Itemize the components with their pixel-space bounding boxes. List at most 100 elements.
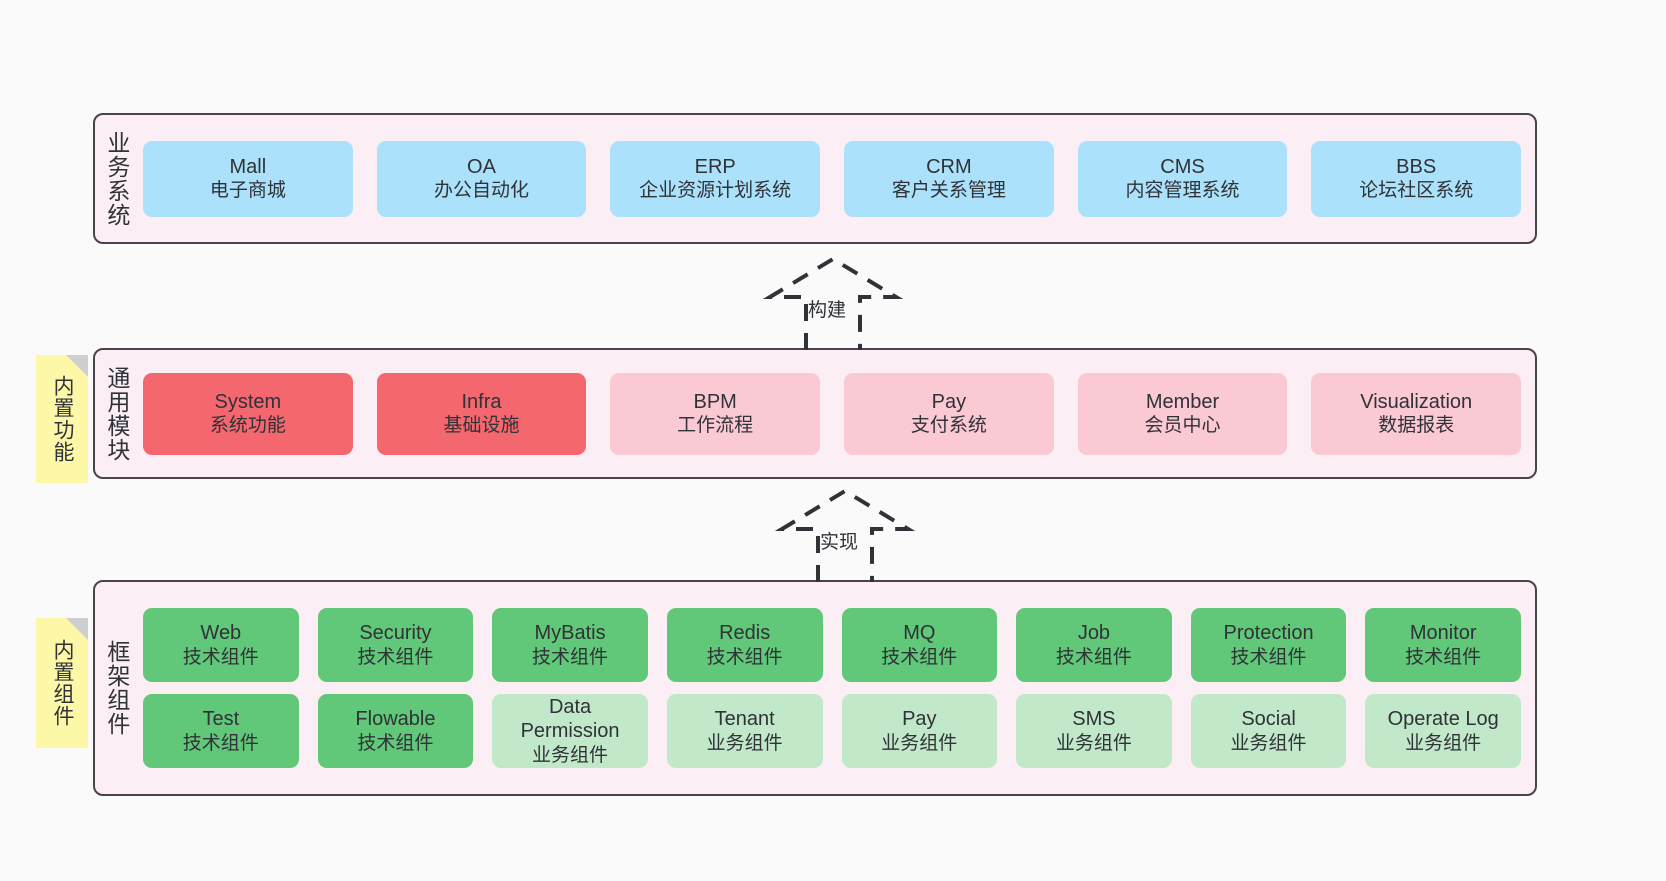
sticky-note-label: 内置组件: [50, 639, 74, 727]
box-subtitle: 基础设施: [443, 415, 520, 437]
layer-title-business-system: 业务系统: [103, 130, 130, 227]
box-subtitle: 数据报表: [1378, 415, 1455, 437]
box-row: System 系统功能 Infra 基础设施 BPM 工作流程 Pay 支付系统…: [143, 372, 1522, 455]
layer-title-common-module: 通用模块: [103, 365, 130, 462]
box-pay-business[interactable]: Pay 业务组件: [841, 694, 998, 768]
box-title: OA: [467, 155, 496, 178]
box-subtitle: 工作流程: [677, 415, 754, 437]
box-mq[interactable]: MQ 技术组件: [841, 608, 998, 682]
box-title: Security: [359, 622, 432, 645]
box-web[interactable]: Web 技术组件: [143, 608, 299, 682]
box-title: BPM: [693, 390, 737, 413]
layer-body-business-system: Mall 电子商城 OA 办公自动化 ERP 企业资源计划系统 CRM 客户关系…: [137, 115, 1535, 242]
box-data-permission[interactable]: Data Permission 业务组件: [492, 694, 648, 768]
box-row: Test 技术组件 Flowable 技术组件 Data Permission …: [143, 694, 1521, 768]
box-cms[interactable]: CMS 内容管理系统: [1077, 140, 1288, 217]
box-protection[interactable]: Protection 技术组件: [1190, 608, 1347, 682]
box-subtitle: 技术组件: [532, 646, 609, 668]
box-subtitle: 会员中心: [1144, 415, 1221, 437]
box-title: Test: [202, 708, 240, 731]
arrow-build: 构建: [748, 255, 918, 350]
box-title: Social: [1241, 708, 1296, 731]
box-title: Infra: [461, 390, 502, 413]
box-crm[interactable]: CRM 客户关系管理: [844, 140, 1054, 217]
box-subtitle: 业务组件: [1405, 732, 1482, 754]
layer-business-system: 业务系统 Mall 电子商城 OA 办公自动化 ERP 企业资源计划系统 CRM…: [93, 113, 1537, 244]
box-subtitle: 技术组件: [182, 732, 259, 754]
box-title: CRM: [926, 155, 972, 178]
box-subtitle: 客户关系管理: [891, 180, 1006, 202]
box-monitor[interactable]: Monitor 技术组件: [1365, 608, 1521, 682]
box-subtitle: 内容管理系统: [1125, 180, 1240, 202]
box-subtitle: 技术组件: [182, 646, 259, 668]
sticky-note-builtin-component: 内置组件: [36, 618, 88, 748]
box-visualization[interactable]: Visualization 数据报表: [1311, 372, 1522, 455]
box-title: MQ: [903, 622, 936, 645]
box-subtitle: 论坛社区系统: [1359, 180, 1474, 202]
box-member[interactable]: Member 会员中心: [1077, 372, 1288, 455]
arrow-implement: 实现: [760, 487, 930, 582]
box-social[interactable]: Social 业务组件: [1190, 694, 1347, 768]
sticky-note-builtin-function: 内置功能: [36, 355, 88, 483]
box-subtitle: 业务组件: [881, 732, 958, 754]
sticky-note-label: 内置功能: [50, 375, 74, 463]
layer-body-framework-component: Web 技术组件 Security 技术组件 MyBatis 技术组件 Redi…: [137, 582, 1535, 794]
box-title: Monitor: [1409, 622, 1477, 645]
box-oa[interactable]: OA 办公自动化: [376, 140, 587, 217]
box-flowable[interactable]: Flowable 技术组件: [317, 694, 474, 768]
page-fold-icon: [66, 618, 88, 640]
box-subtitle: 技术组件: [1405, 646, 1482, 668]
box-mall[interactable]: Mall 电子商城: [143, 140, 353, 217]
box-redis[interactable]: Redis 技术组件: [666, 608, 823, 682]
arrow-label-implement: 实现: [820, 532, 859, 553]
box-test[interactable]: Test 技术组件: [143, 694, 299, 768]
box-sms[interactable]: SMS 业务组件: [1016, 694, 1172, 768]
box-subtitle: 业务组件: [706, 732, 783, 754]
box-pay[interactable]: Pay 支付系统: [844, 372, 1054, 455]
layer-title-framework-component: 框架组件: [103, 640, 130, 736]
box-mybatis[interactable]: MyBatis 技术组件: [492, 608, 648, 682]
box-subtitle: 技术组件: [706, 646, 783, 668]
box-subtitle: 业务组件: [532, 744, 609, 766]
box-subtitle: 技术组件: [357, 732, 434, 754]
box-title: Flowable: [355, 708, 436, 731]
box-title: Tenant: [714, 708, 775, 731]
box-subtitle: 电子商城: [209, 180, 286, 202]
box-subtitle: 业务组件: [1230, 732, 1307, 754]
box-bbs[interactable]: BBS 论坛社区系统: [1311, 140, 1522, 217]
box-title: SMS: [1072, 708, 1116, 731]
box-title: Data Permission: [520, 696, 620, 743]
layer-body-common-module: System 系统功能 Infra 基础设施 BPM 工作流程 Pay 支付系统…: [137, 350, 1535, 477]
box-title: Protection: [1223, 622, 1314, 645]
box-title: Mall: [229, 155, 267, 178]
box-infra[interactable]: Infra 基础设施: [376, 372, 587, 455]
layer-framework-component: 框架组件 Web 技术组件 Security 技术组件 MyBatis 技术组件…: [93, 580, 1537, 796]
box-subtitle: 技术组件: [881, 646, 958, 668]
box-bpm[interactable]: BPM 工作流程: [610, 372, 821, 455]
box-operate-log[interactable]: Operate Log 业务组件: [1365, 694, 1521, 768]
arrow-label-build: 构建: [808, 300, 847, 321]
box-title: BBS: [1396, 155, 1437, 178]
box-subtitle: 企业资源计划系统: [639, 180, 792, 202]
box-subtitle: 业务组件: [1055, 732, 1132, 754]
box-title: Job: [1077, 622, 1111, 645]
box-row: Web 技术组件 Security 技术组件 MyBatis 技术组件 Redi…: [143, 608, 1521, 682]
box-title: MyBatis: [534, 622, 606, 645]
box-title: Redis: [719, 622, 771, 645]
box-subtitle: 技术组件: [1230, 646, 1307, 668]
box-security[interactable]: Security 技术组件: [317, 608, 474, 682]
box-subtitle: 技术组件: [1055, 646, 1132, 668]
box-title: Visualization: [1360, 390, 1473, 413]
box-subtitle: 办公自动化: [434, 180, 530, 202]
box-subtitle: 支付系统: [910, 415, 987, 437]
box-subtitle: 技术组件: [357, 646, 434, 668]
box-system[interactable]: System 系统功能: [143, 372, 353, 455]
box-job[interactable]: Job 技术组件: [1016, 608, 1172, 682]
box-title: Web: [200, 622, 242, 645]
box-erp[interactable]: ERP 企业资源计划系统: [610, 140, 821, 217]
box-tenant[interactable]: Tenant 业务组件: [666, 694, 823, 768]
box-title: Pay: [931, 390, 967, 413]
box-row: Mall 电子商城 OA 办公自动化 ERP 企业资源计划系统 CRM 客户关系…: [143, 140, 1522, 217]
box-title: Pay: [902, 708, 937, 731]
